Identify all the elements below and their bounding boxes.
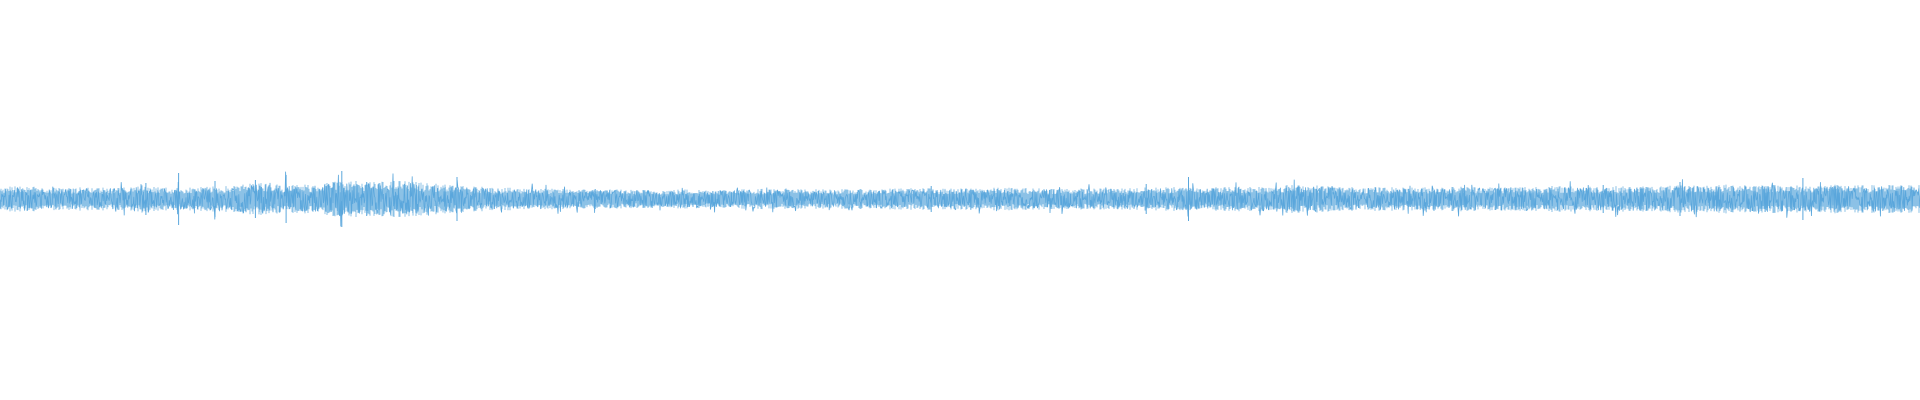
waveform-body [0,180,1920,218]
waveform-series [0,171,1920,227]
